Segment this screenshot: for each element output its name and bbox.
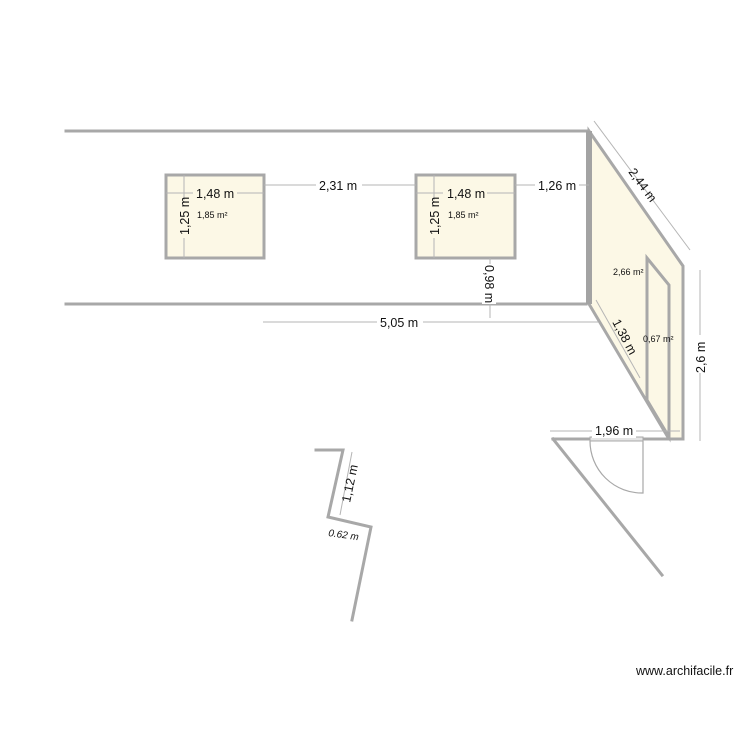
stair-segment-label: 1,12 m — [339, 463, 361, 503]
label-bg — [693, 335, 707, 373]
room-1-area-label: 1,85 m² — [197, 210, 228, 220]
right-height-label: 2,6 m — [694, 342, 708, 373]
label-bg — [443, 186, 487, 200]
label-bg — [193, 186, 237, 200]
room-4[interactable] — [645, 253, 671, 443]
bottom-width-label: 1,96 m — [595, 424, 633, 438]
stair-step-label: 0.62 m — [328, 528, 360, 543]
label-bg — [178, 200, 190, 238]
label-bg — [592, 424, 636, 438]
diagonal-wall[interactable] — [550, 436, 665, 578]
vertical-dim-label: 0,98 m — [482, 265, 496, 303]
stair-dim-line — [339, 451, 353, 516]
room-1-height-label: 1,25 m — [178, 197, 192, 235]
label-bg — [428, 200, 440, 238]
gap-label: 2,31 m — [319, 179, 357, 193]
label-bg — [535, 178, 579, 192]
room-1-width-label: 1,48 m — [196, 187, 234, 201]
stair-wall[interactable] — [314, 448, 373, 622]
door-swing[interactable] — [589, 440, 644, 494]
label-bg — [377, 315, 423, 329]
room-3-area-label: 2,66 m² — [613, 267, 644, 277]
diag-bottom-dim-line — [595, 299, 641, 379]
diag-top-dim-line — [593, 120, 691, 251]
label-bg — [316, 178, 362, 192]
corridor-length-label: 5,05 m — [380, 316, 418, 330]
room-2-width-label: 1,48 m — [447, 187, 485, 201]
room-2-height-label: 1,25 m — [428, 197, 442, 235]
label-bg — [482, 264, 496, 304]
room-2-area-label: 1,85 m² — [448, 210, 479, 220]
labels: 1,48 m 1,85 m² 1,25 m 1,48 m 1,85 m² 1,2… — [178, 166, 708, 543]
watermark: www.archifacile.fr — [636, 664, 734, 678]
room-4-area-label: 0,67 m² — [643, 334, 674, 344]
gap2-label: 1,26 m — [538, 179, 576, 193]
